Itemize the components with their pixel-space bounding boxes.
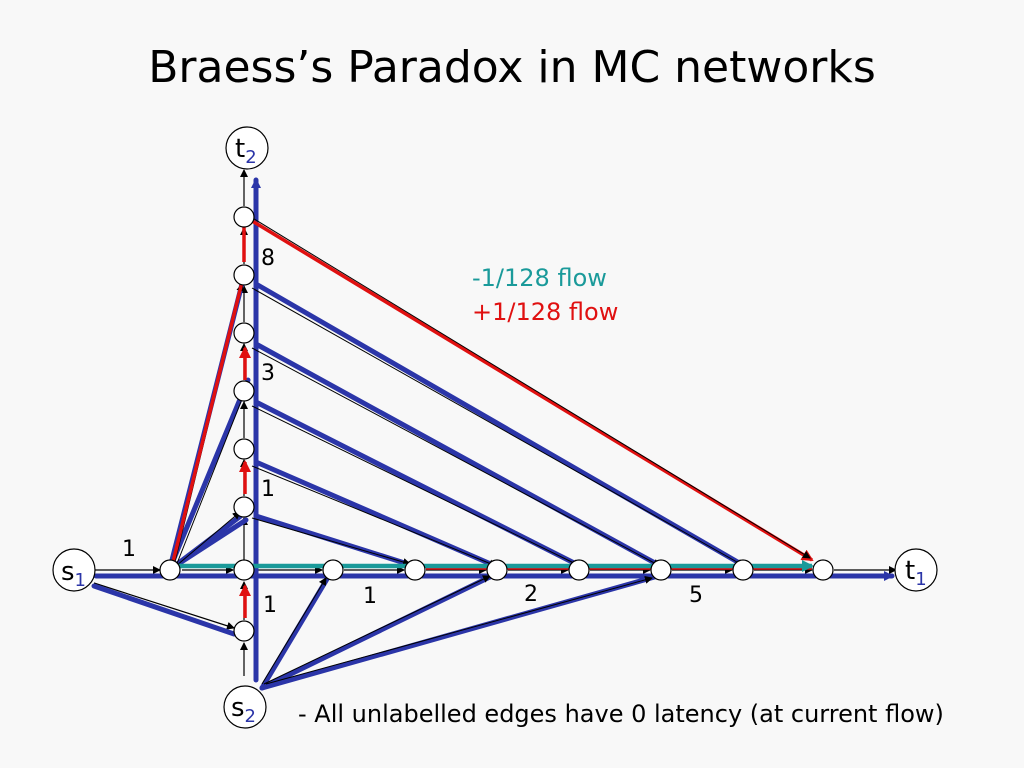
node-v2 [233,496,255,518]
edge-label-horizontal-2: 2 [524,582,538,607]
node-i [812,559,834,581]
terminal-s2-label: s2 [231,693,256,727]
node-v1 [233,620,255,642]
thin-v5-e [251,465,497,568]
thin-edges [93,169,897,676]
thin-s2-e [263,575,491,685]
node-c [322,559,344,581]
node-h [732,559,754,581]
blue-v6-f [253,399,587,571]
edge-label-1-lower: 1 [263,593,277,618]
edge-s1-v1 [93,582,235,630]
node-d [404,559,426,581]
thin-v6-f [251,405,581,567]
blue-v8-h [253,281,751,571]
blue-v5-e [253,459,503,571]
blue-a-v5 [167,377,251,571]
slide-title: Braess’s Paradox in MC networks [148,42,876,93]
edge-label-s1: 1 [122,537,136,562]
terminal-s2-circle [223,685,267,729]
footnote: - All unlabelled edges have 0 latency (a… [298,700,944,728]
node-v4 [233,380,255,402]
edge-label-horizontal-5: 5 [689,583,703,608]
blue-flow-edges [91,177,895,691]
blue-a-d [169,517,249,571]
thin-v7-i [245,213,811,559]
node-b [233,559,255,581]
node-v3 [233,438,255,460]
node-f [568,559,590,581]
thin-v7-g [251,347,661,567]
blue-v7-g [253,341,667,571]
thin-v4-d [251,517,411,566]
terminal-s2: s2 [223,685,267,729]
thin-v8-h [251,287,745,567]
terminal-t1-label: t1 [905,556,927,590]
node-v6 [233,264,255,286]
red-v7-i [243,214,814,562]
terminal-s1-label: s1 [61,557,86,591]
nodes [159,206,834,642]
terminal-t2: t2 [225,126,269,170]
terminal-t1-circle [894,548,938,592]
terminal-t2-label: t2 [235,134,257,168]
node-v7 [233,206,255,228]
blue-s1-lower [91,583,237,637]
node-e [486,559,508,581]
terminal-t2-circle [225,126,269,170]
red-a-v6 [170,281,244,567]
node-v5 [233,322,255,344]
thin-a-v4 [175,393,246,567]
edge-label-8: 8 [261,246,275,271]
node-g [650,559,672,581]
edge-label-3: 3 [261,361,275,386]
legend-plus-flow: +1/128 flow [472,298,618,326]
terminal-s1: s1 [52,548,96,592]
blue-s2-c [259,571,333,691]
terminal-t1: t1 [894,548,938,592]
edge-label-horizontal-1: 1 [363,584,377,609]
thin-a-v2 [175,511,241,567]
thin-s2-c [261,577,327,685]
blue-s2-e [259,571,499,691]
legend-minus-flow: -1/128 flow [472,264,607,292]
thin-s2-g [265,575,653,685]
terminal-s1-circle [52,548,96,592]
edge-label-1-upper: 1 [261,477,275,502]
node-a [159,559,181,581]
